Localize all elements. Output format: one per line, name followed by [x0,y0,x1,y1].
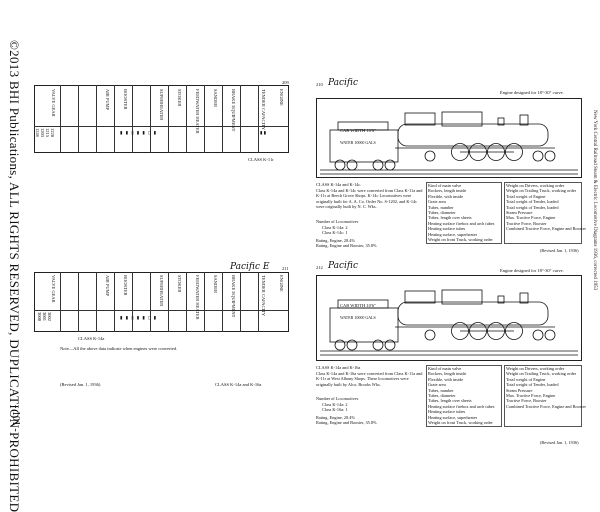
count-a: Class K-14a: 2 [322,225,348,230]
table-row: 3002 [47,312,52,321]
specs-left: Kind of main valve Rockers, length insid… [428,183,495,243]
column-header: FEEDWATER HEATER [195,89,200,134]
diagram-frame [316,98,582,178]
description: Class K-14a and K-14c were converted fro… [316,188,423,210]
copyright-notice: ©2013 BHI Publications, ALL RIGHTS RESER… [7,40,22,512]
number-label: Number of Locomotives [316,396,359,401]
rating: Rating, Engine, 28.4% [316,415,356,420]
column-header: AIR PUMP [105,89,110,111]
column-header: VALVE GEAR [51,89,56,117]
page-number-212: 212 [316,265,323,270]
column-header: SUPERHEATER [159,275,164,307]
rating-booster: Rating, Engine and Booster, 35.8% [316,243,377,248]
number-label: Number of Locomotives [316,219,359,224]
handwritten-note: Pacific [328,261,358,271]
count-b: Class K-16a: 1 [322,407,348,412]
class-label-right: CLASS K-14a and K-16a [215,382,262,387]
column-header: FEEDWATER HEATER [195,275,200,320]
column-header: SANDER [213,89,218,108]
cab-width-label: CAB WIDTH 10'6" [340,303,376,308]
tender-capacity-label: WATER 10000 GALS [340,315,376,320]
column-header: BOOSTER [123,89,128,110]
revised-date: (Revised Jan. 1, 1936) [540,248,579,253]
rating-booster: Rating, Engine and Booster, 35.8% [316,420,377,425]
column-header: BRAKE EQUIPMENT [231,89,236,132]
table-row: 1228 [50,128,55,137]
column-header: BRAKE EQUIPMENT [231,275,236,318]
page-number: - 101 - [10,405,21,432]
specs-right: Weight on Drivers, working order Weight … [506,183,586,232]
count-b: Class K-14c: 1 [322,230,348,235]
tender-capacity-label: WATER 10000 GALS [340,140,376,145]
classes-label: CLASS K-14a and K-16a [316,365,361,370]
page-number-210: 210 [316,82,323,87]
column-header: ENGINE [279,275,284,292]
column-header: TENDER CAPACITY [261,275,266,316]
side-title: New York Central Railroad Steam & Electr… [592,110,597,291]
column-header: SUPERHEATER [159,89,164,121]
column-header: SANDER [213,275,218,294]
diagram-frame [316,275,582,361]
column-header: BOOSTER [123,275,128,296]
count-a: Class K-14a: 2 [322,402,348,407]
page-number-209: 209 [282,80,289,85]
column-header: VALVE GEAR [51,275,56,303]
specs-right: Weight on Drivers, working order Weight … [506,366,586,409]
revised-date: (Revised Jan. 1, 1936) [60,382,101,387]
column-header: TENDER CAPACITY [261,89,266,130]
table-row: 1246 [35,128,40,137]
page-number-211: 211 [282,266,289,271]
column-header: AIR PUMP [105,275,110,297]
specs-left: Kind of main valve Rockers, length insid… [428,366,495,426]
description: Class K-14a and K-16a were converted fro… [316,371,423,387]
handwritten-note: Pacific [328,78,358,88]
curve-note: Engine designed for 18°-30° curve. [500,268,564,273]
column-header: ENGINE [279,89,284,106]
column-header: STOKER [177,89,182,107]
class-label: CLASS K-14a [78,336,105,341]
revised-date: (Revised Jan. 1, 1936) [540,440,579,445]
classes-label: CLASS K-14a and K-14c. [316,182,362,187]
handwritten-note: Pacific E [230,262,270,272]
curve-note: Engine designed for 18°-30° curve. [500,90,564,95]
cab-width-label: CAB WIDTH 10'6" [340,128,376,133]
rating: Rating, Engine, 28.4% [316,238,356,243]
table-frame [34,272,289,332]
table-frame [34,85,289,153]
class-label: CLASS K-11r [248,157,274,162]
footnote: Note—All the above data indicate when en… [60,346,178,351]
column-header: STOKER [177,275,182,293]
